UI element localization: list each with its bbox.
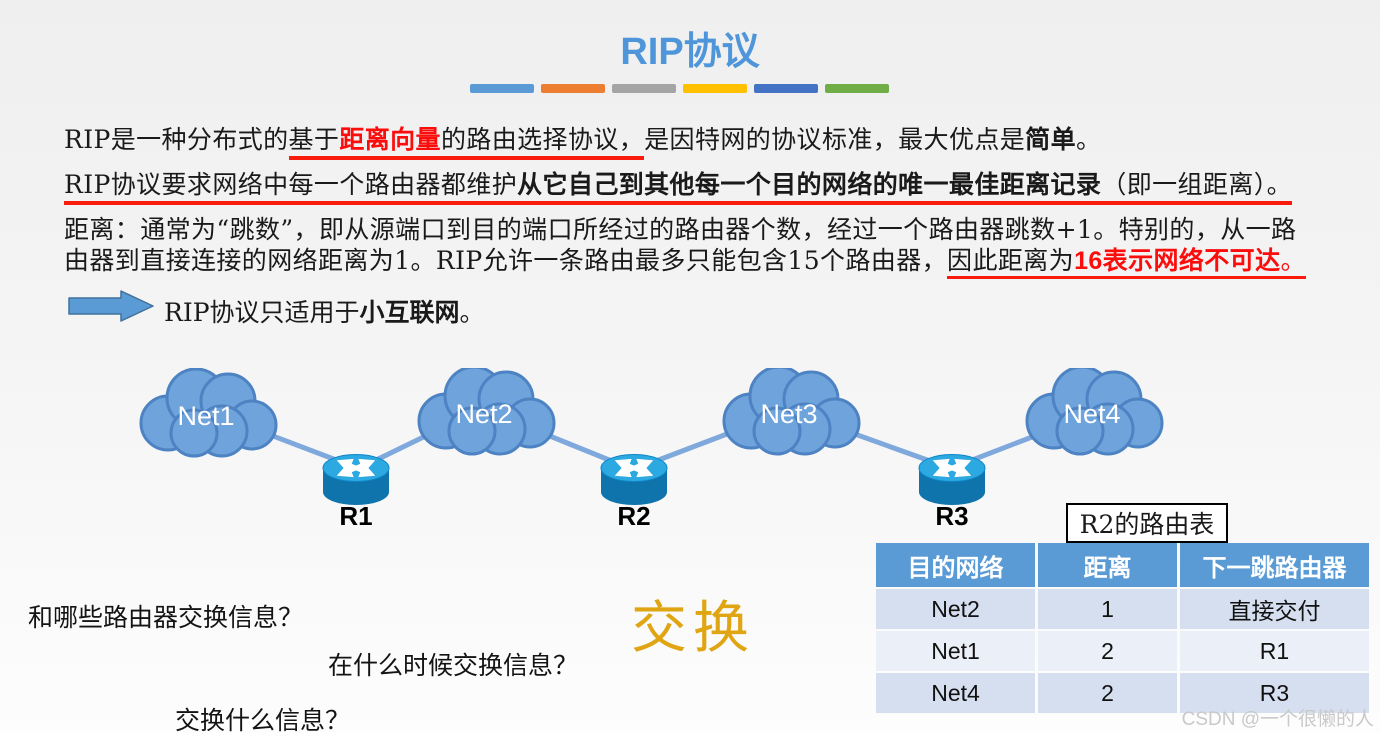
divider-dash bbox=[754, 84, 818, 93]
callout-text: RIP协议只适用于小互联网。 bbox=[164, 293, 485, 329]
title-divider bbox=[470, 84, 889, 93]
router-label: R2 bbox=[617, 501, 650, 531]
question-which-routers: 和哪些路由器交换信息？ bbox=[28, 603, 304, 632]
question-when-exchange: 在什么时候交换信息？ bbox=[328, 651, 579, 680]
paragraph-distance-definition: 距离：通常为“跳数”，即从源端口到目的端口所经过的路由器个数，经过一个路由器跳数… bbox=[64, 214, 1310, 279]
table-cell: 2 bbox=[1038, 631, 1177, 671]
watermark: CSDN @一个很懒的人 bbox=[1181, 709, 1374, 730]
divider-dash bbox=[470, 84, 534, 93]
cloud-label: Net1 bbox=[177, 401, 234, 431]
red-underlined-run: 因此距离为16表示网络不可达。 bbox=[947, 246, 1306, 279]
table-cell: R1 bbox=[1180, 631, 1369, 671]
text-run: 因此距离为 bbox=[947, 246, 1075, 275]
clouds: Net1 Net2 Net3 Net4 bbox=[139, 368, 1164, 458]
text-run: RIP协议只适用于 bbox=[164, 298, 360, 327]
paragraph-rip-intro: RIP是一种分布式的基于距离向量的路由选择协议，是因特网的协议标准，最大优点是简… bbox=[64, 124, 1102, 160]
highlight-unreachable: 16表示网络不可达 bbox=[1074, 247, 1281, 275]
divider-dash bbox=[825, 84, 889, 93]
routers: R1 R2 R3 bbox=[322, 454, 986, 531]
text-run: RIP是一种分布式的 bbox=[64, 125, 289, 154]
table-cell: 1 bbox=[1038, 589, 1177, 629]
text-run: 是因特网的协议标准，最大优点是 bbox=[644, 125, 1026, 154]
column-header: 距离 bbox=[1038, 543, 1177, 587]
exchange-word: 交换 bbox=[631, 596, 755, 661]
text-run: 。 bbox=[459, 298, 485, 327]
router-r1-icon bbox=[322, 454, 390, 505]
column-header: 目的网络 bbox=[876, 543, 1035, 587]
table-cell: R3 bbox=[1180, 673, 1369, 713]
divider-dash bbox=[541, 84, 605, 93]
cloud-label: Net4 bbox=[1063, 399, 1120, 429]
column-header: 下一跳路由器 bbox=[1180, 543, 1369, 587]
text-run: 的路由选择协议， bbox=[440, 125, 645, 154]
paragraph-rip-requirement: RIP协议要求网络中每一个路由器都维护从它自己到其他每一个目的网络的唯一最佳距离… bbox=[64, 169, 1293, 205]
table-cell: Net1 bbox=[876, 631, 1035, 671]
question-what-exchange: 交换什么信息？ bbox=[175, 706, 351, 733]
router-r2-icon bbox=[600, 454, 668, 505]
table-cell: Net4 bbox=[876, 673, 1035, 713]
red-underlined-run: 基于距离向量的路由选择协议， bbox=[288, 125, 645, 160]
cloud-label: Net2 bbox=[455, 399, 512, 429]
bold-run: 从它自己到其他每一个目的网络的唯一最佳距离记录 bbox=[517, 171, 1102, 199]
table-cell: 2 bbox=[1038, 673, 1177, 713]
network-topology-diagram: Net1 Net2 Net3 Net4 bbox=[139, 368, 1164, 531]
cloud-net2: Net2 bbox=[417, 368, 556, 456]
page-title: RIP协议 bbox=[620, 31, 760, 73]
divider-dash bbox=[683, 84, 747, 93]
text-run: （即一组距离）。 bbox=[1101, 170, 1293, 199]
router-label: R1 bbox=[339, 501, 372, 531]
router-label: R3 bbox=[935, 501, 968, 531]
router-r3-icon bbox=[918, 454, 986, 505]
bold-run: 小互联网 bbox=[359, 299, 460, 327]
routing-table: 目的网络 距离 下一跳路由器 Net2 1 直接交付 Net1 2 R1 Net… bbox=[876, 543, 1369, 713]
text-run: 。 bbox=[1280, 246, 1306, 275]
cloud-net3: Net3 bbox=[722, 368, 861, 456]
divider-dash bbox=[612, 84, 676, 93]
table-cell: Net2 bbox=[876, 589, 1035, 629]
text-run: 基于 bbox=[288, 125, 340, 154]
cloud-label: Net3 bbox=[760, 399, 817, 429]
routing-table-caption: R2的路由表 bbox=[1066, 503, 1228, 543]
bold-run: 简单 bbox=[1025, 126, 1076, 154]
callout-arrow-icon bbox=[68, 290, 154, 322]
table-cell: 直接交付 bbox=[1180, 589, 1369, 629]
cloud-net4: Net4 bbox=[1025, 368, 1164, 456]
red-underlined-run: RIP协议要求网络中每一个路由器都维护从它自己到其他每一个目的网络的唯一最佳距离… bbox=[64, 170, 1293, 205]
highlight-distance-vector: 距离向量 bbox=[339, 126, 441, 154]
text-run: 。 bbox=[1075, 125, 1102, 154]
text-run: RIP协议要求网络中每一个路由器都维护 bbox=[64, 170, 518, 199]
cloud-net1: Net1 bbox=[139, 368, 278, 458]
text-run: 距离：通常为“跳数”，即从源端口到目的端口所经过的路由器个数，经过一个路由器跳数… bbox=[64, 215, 1297, 275]
